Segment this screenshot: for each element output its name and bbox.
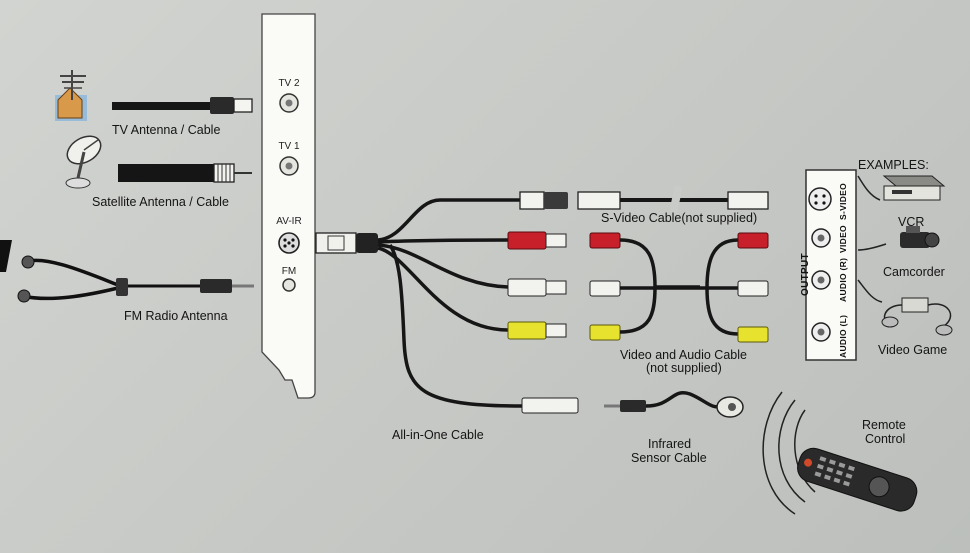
output-label: OUTPUT — [800, 253, 811, 296]
vcr-icon — [882, 175, 946, 201]
remote-label: Remote — [862, 418, 906, 432]
tv-coax-plug — [210, 97, 253, 114]
svideo-female-connector — [519, 191, 568, 210]
rca-female-white — [507, 278, 567, 297]
satellite-label: Satellite Antenna / Cable — [92, 195, 229, 209]
infrared-label: Infrared — [648, 437, 692, 451]
av-cable — [589, 232, 769, 343]
av-cable-label: Video and Audio Cable — [620, 348, 747, 362]
camcorder-icon — [900, 226, 940, 248]
av-cable-label-note: (not supplied) — [646, 361, 722, 375]
svideo-cable-label: S-Video Cable(not supplied) — [601, 211, 758, 225]
fm-antenna-icon — [17, 255, 254, 303]
video-jack — [811, 228, 831, 248]
audio-l-jack — [811, 322, 831, 342]
svideo-jack — [808, 187, 832, 211]
tv2-label: TV 2 — [278, 78, 300, 89]
ir-extension-connector — [521, 397, 579, 414]
svideo-cable — [577, 185, 769, 213]
rca-female-red — [507, 231, 567, 250]
tv1-port — [279, 156, 299, 176]
audio-r-label: AUDIO (R) — [838, 257, 848, 302]
video-label: VIDEO — [838, 225, 848, 253]
ir-sensor-cable — [604, 391, 744, 418]
svideo-label: S-VIDEO — [838, 182, 848, 220]
examples-label: EXAMPLES: — [858, 158, 929, 172]
avir-port — [278, 232, 300, 254]
tv-antenna-label: TV Antenna / Cable — [112, 123, 221, 137]
all-in-one-cable-label: All-in-One Cable — [392, 428, 484, 442]
remote-control-icon — [797, 447, 918, 512]
satellite-cable — [118, 164, 214, 182]
audio-r-jack — [811, 270, 831, 290]
tv1-label: TV 1 — [278, 141, 300, 152]
rca-female-yellow — [507, 321, 567, 340]
audio-l-label: AUDIO (L) — [838, 314, 848, 358]
left-arrow-mark — [0, 240, 12, 272]
sensor-cable-label: Sensor Cable — [631, 451, 707, 465]
device-pointers — [857, 175, 887, 303]
tv2-port — [279, 93, 299, 113]
ir-signal-waves — [762, 391, 816, 515]
video-game-icon — [881, 297, 953, 336]
control-label: Control — [865, 432, 906, 446]
video-game-label: Video Game — [878, 343, 948, 357]
avir-label: AV-IR — [276, 216, 302, 227]
satellite-f-plug — [213, 163, 252, 183]
fm-port — [282, 278, 296, 292]
fm-label: FM — [281, 266, 297, 277]
vcr-label: VCR — [898, 215, 925, 229]
avir-plug — [315, 232, 378, 254]
all-in-one-cable-bundle — [377, 198, 523, 408]
camcorder-label: Camcorder — [883, 265, 945, 279]
capture-card-bracket — [261, 13, 316, 399]
tv-antenna-icon — [55, 70, 87, 121]
satellite-dish-icon — [65, 135, 102, 189]
fm-antenna-label: FM Radio Antenna — [124, 309, 228, 323]
